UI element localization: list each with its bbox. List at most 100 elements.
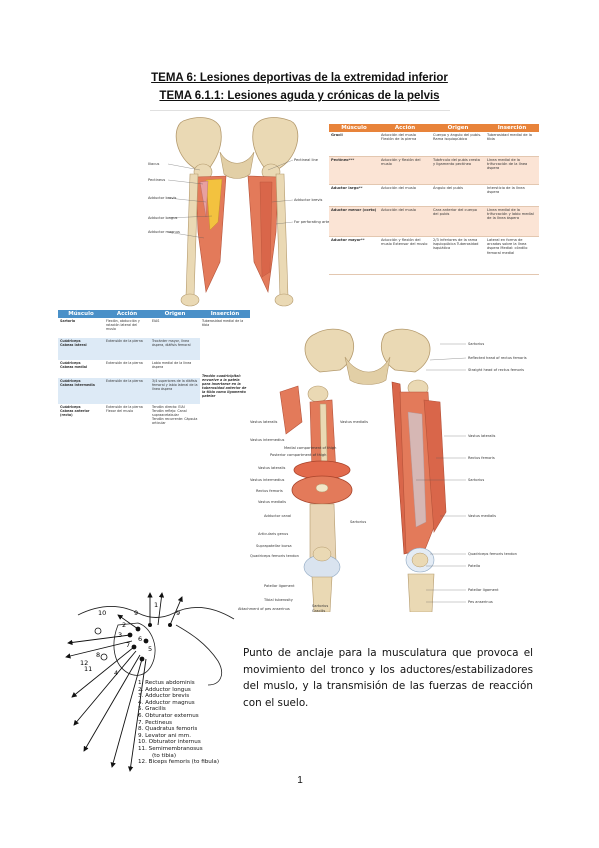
table-header-row: Músculo Acción Origen Inserción: [58, 310, 250, 318]
table-cell: Cuerpo y ángulo del pubis. Rama isquiopú…: [431, 132, 485, 157]
table-cell: Labio medial de la línea áspera: [150, 360, 200, 378]
fig2-label: Sartorius: [468, 342, 485, 346]
fig2-label: Vastus medialis: [258, 500, 287, 504]
table-header-row: Músculo Acción Origen Inserción: [329, 124, 539, 132]
fig2-label: Sartorius: [468, 478, 485, 482]
diagram-number: 2: [122, 621, 127, 629]
fig2-label: Patella: [468, 564, 481, 568]
fig1-label: Pectineal line: [294, 158, 318, 162]
table-cell: Extensión de la pierna: [104, 378, 150, 404]
diagram-legend: 1. Rectus abdominis 2. Adductor longus 3…: [138, 680, 219, 766]
fig1-label: Iliacus: [148, 162, 160, 166]
table-header: Acción: [379, 124, 431, 132]
fig2-label: Vastus lateralis: [468, 434, 496, 438]
legend-item: 12. Biceps femoris (to fibula): [138, 759, 220, 766]
title-divider: [150, 110, 450, 111]
table-cell: Trocánter mayor, línea áspera, diáfisis …: [150, 338, 200, 360]
legend-item: 5. Gracilis: [138, 706, 166, 713]
table-row: Cuádriceps Cabeza intermedia Extensión d…: [58, 378, 250, 404]
legend-item: 3. Adductor brevis: [138, 693, 190, 700]
fig2-label: Sartorius: [350, 520, 367, 524]
page-title: TEMA 6: Lesiones deportivas de la extrem…: [151, 72, 448, 84]
table-cell: Cuádriceps Cabeza medial: [58, 360, 104, 378]
table-cell: Flexión, abducción y rotación lateral de…: [104, 318, 150, 338]
fig1-label: Adductor brevis: [148, 196, 177, 200]
fig2-label: Straight head of rectus femoris: [468, 368, 525, 372]
adductor-anatomy-figure: Iliacus Pectineus Adductor brevis Adduct…: [148, 112, 336, 312]
fig2-label: Vastus intermedius: [250, 438, 285, 442]
legend-item: 7. Pectineus: [138, 719, 172, 726]
fig2-label: Suprapatellar bursa: [256, 544, 292, 548]
table-cell: Aducción y flexión del muslo Extensor de…: [379, 236, 431, 275]
table-cell: Tuberosidad medial de la tibia: [485, 132, 539, 157]
table-cell: Tuberosidad medial de la tibia: [200, 318, 250, 338]
fig2-label: Rectus femoris: [468, 456, 495, 460]
table-cell: Aducción del muslo: [379, 206, 431, 237]
table-cell: Aducción del muslo Flexión de la pierna: [379, 132, 431, 157]
table-header: Inserción: [485, 124, 539, 132]
fig2-label: Articularis genus: [258, 532, 289, 536]
diagram-number: 8: [96, 651, 101, 659]
fig2-label: Attachment of pes anserinus: [238, 607, 290, 611]
table-row: Pectíneo*** Aducción y flexión del muslo…: [329, 156, 539, 185]
diagram-number: 9: [176, 609, 181, 617]
fig1-label: Adductor magnus: [148, 230, 180, 234]
page-subtitle: TEMA 6.1.1: Lesiones aguda y crónicas de…: [159, 90, 440, 102]
fig1-label: Adductor longus: [148, 216, 178, 220]
fig2-label: Gracilis: [312, 609, 326, 613]
diagram-number: 3: [118, 631, 123, 639]
table-cell: Aducción y flexión del muslo: [379, 156, 431, 185]
fig2-label: Posterior compartment of thigh: [270, 453, 327, 457]
table-cell: EIAS: [150, 318, 200, 338]
pelvic-force-diagram: 10 9 1 9 2 3 7 5 6 4 8 12 11: [58, 585, 238, 775]
table-cell: Aductor menor (corto): [329, 206, 379, 237]
table-cell: Tendón cuadricipital: envuelve a la pate…: [200, 338, 250, 434]
body-paragraph: Punto de anclaje para la musculatura que…: [243, 647, 533, 709]
fig1-label: For perforating arteries: [294, 220, 336, 224]
diagram-number: 6: [138, 635, 143, 643]
diagram-number: 1: [154, 601, 159, 609]
legend-item: 2. Adductor longus: [138, 686, 191, 693]
adductor-table: Músculo Acción Origen Inserción Gracil A…: [329, 124, 539, 275]
legend-item: 1. Rectus abdominis: [138, 680, 195, 686]
table-header: Origen: [150, 310, 200, 318]
table-cell: Extensión de la pierna: [104, 338, 150, 360]
table-cell: Cara anterior del cuerpo del pubis: [431, 206, 485, 237]
table-row: Sartorio Flexión, abducción y rotación l…: [58, 318, 250, 338]
legend-item: 8. Quadratus femoris: [138, 726, 198, 733]
quadriceps-anatomy-figure: Vastus lateralis Vastus intermedius Medi…: [238, 322, 530, 613]
table-header: Músculo: [329, 124, 379, 132]
table-row: Cuádriceps Cabeza lateral Extensión de l…: [58, 338, 250, 434]
fig2-label: Vastus medialis: [468, 514, 497, 518]
fig2-label: Medial compartment of thigh: [284, 446, 337, 450]
fig2-label: Quadriceps femoris tendon: [250, 554, 299, 558]
legend-item: 10. Obturator internus: [138, 739, 201, 746]
table-row: Cuádriceps Cabeza anterior (recto) Exten…: [58, 404, 250, 434]
fig2-label: Vastus lateralis: [258, 466, 286, 470]
table-row: Aductor largo** Aducción del muslo Ángul…: [329, 184, 539, 207]
fig2-label: Tibial tuberosity: [264, 598, 293, 602]
table-row: Cuádriceps Cabeza medial Extensión de la…: [58, 360, 250, 378]
table-cell: Línea medial de la trifurcación de la lí…: [485, 156, 539, 185]
table-cell: Sartorio: [58, 318, 104, 338]
table-row: Aductor mayor** Aducción y flexión del m…: [329, 236, 539, 275]
diagram-number: 12: [80, 659, 89, 667]
fig1-label: Adductor brevis: [294, 198, 323, 202]
table-cell: 3/4 superiores de la diáfisis femoral y …: [150, 378, 200, 404]
table-cell: Gracil: [329, 132, 379, 157]
table-header: Acción: [104, 310, 150, 318]
table-cell: 2/3 inferiores de la rama isquiopúbica T…: [431, 236, 485, 275]
table-cell: Tubérculo del pubis cresta y ligamento p…: [431, 156, 485, 185]
diagram-number: 7: [126, 641, 131, 649]
fig2-label: Pes anserinus: [468, 600, 493, 604]
legend-item: 6. Obturator externus: [138, 712, 199, 719]
table-cell: Cuádriceps Cabeza intermedia: [58, 378, 104, 404]
table-cell: Ángulo del pubis: [431, 184, 485, 207]
table-cell: Cuádriceps Cabeza anterior (recto): [58, 404, 104, 434]
table-cell: Extensión de la pierna: [104, 360, 150, 378]
diagram-number: 4: [114, 669, 119, 677]
diagram-number: 5: [148, 645, 153, 653]
fig2-label: Vastus medialis: [340, 420, 369, 424]
fig2-label: Adductor canal: [264, 514, 292, 518]
diagram-number: 9: [134, 609, 139, 617]
